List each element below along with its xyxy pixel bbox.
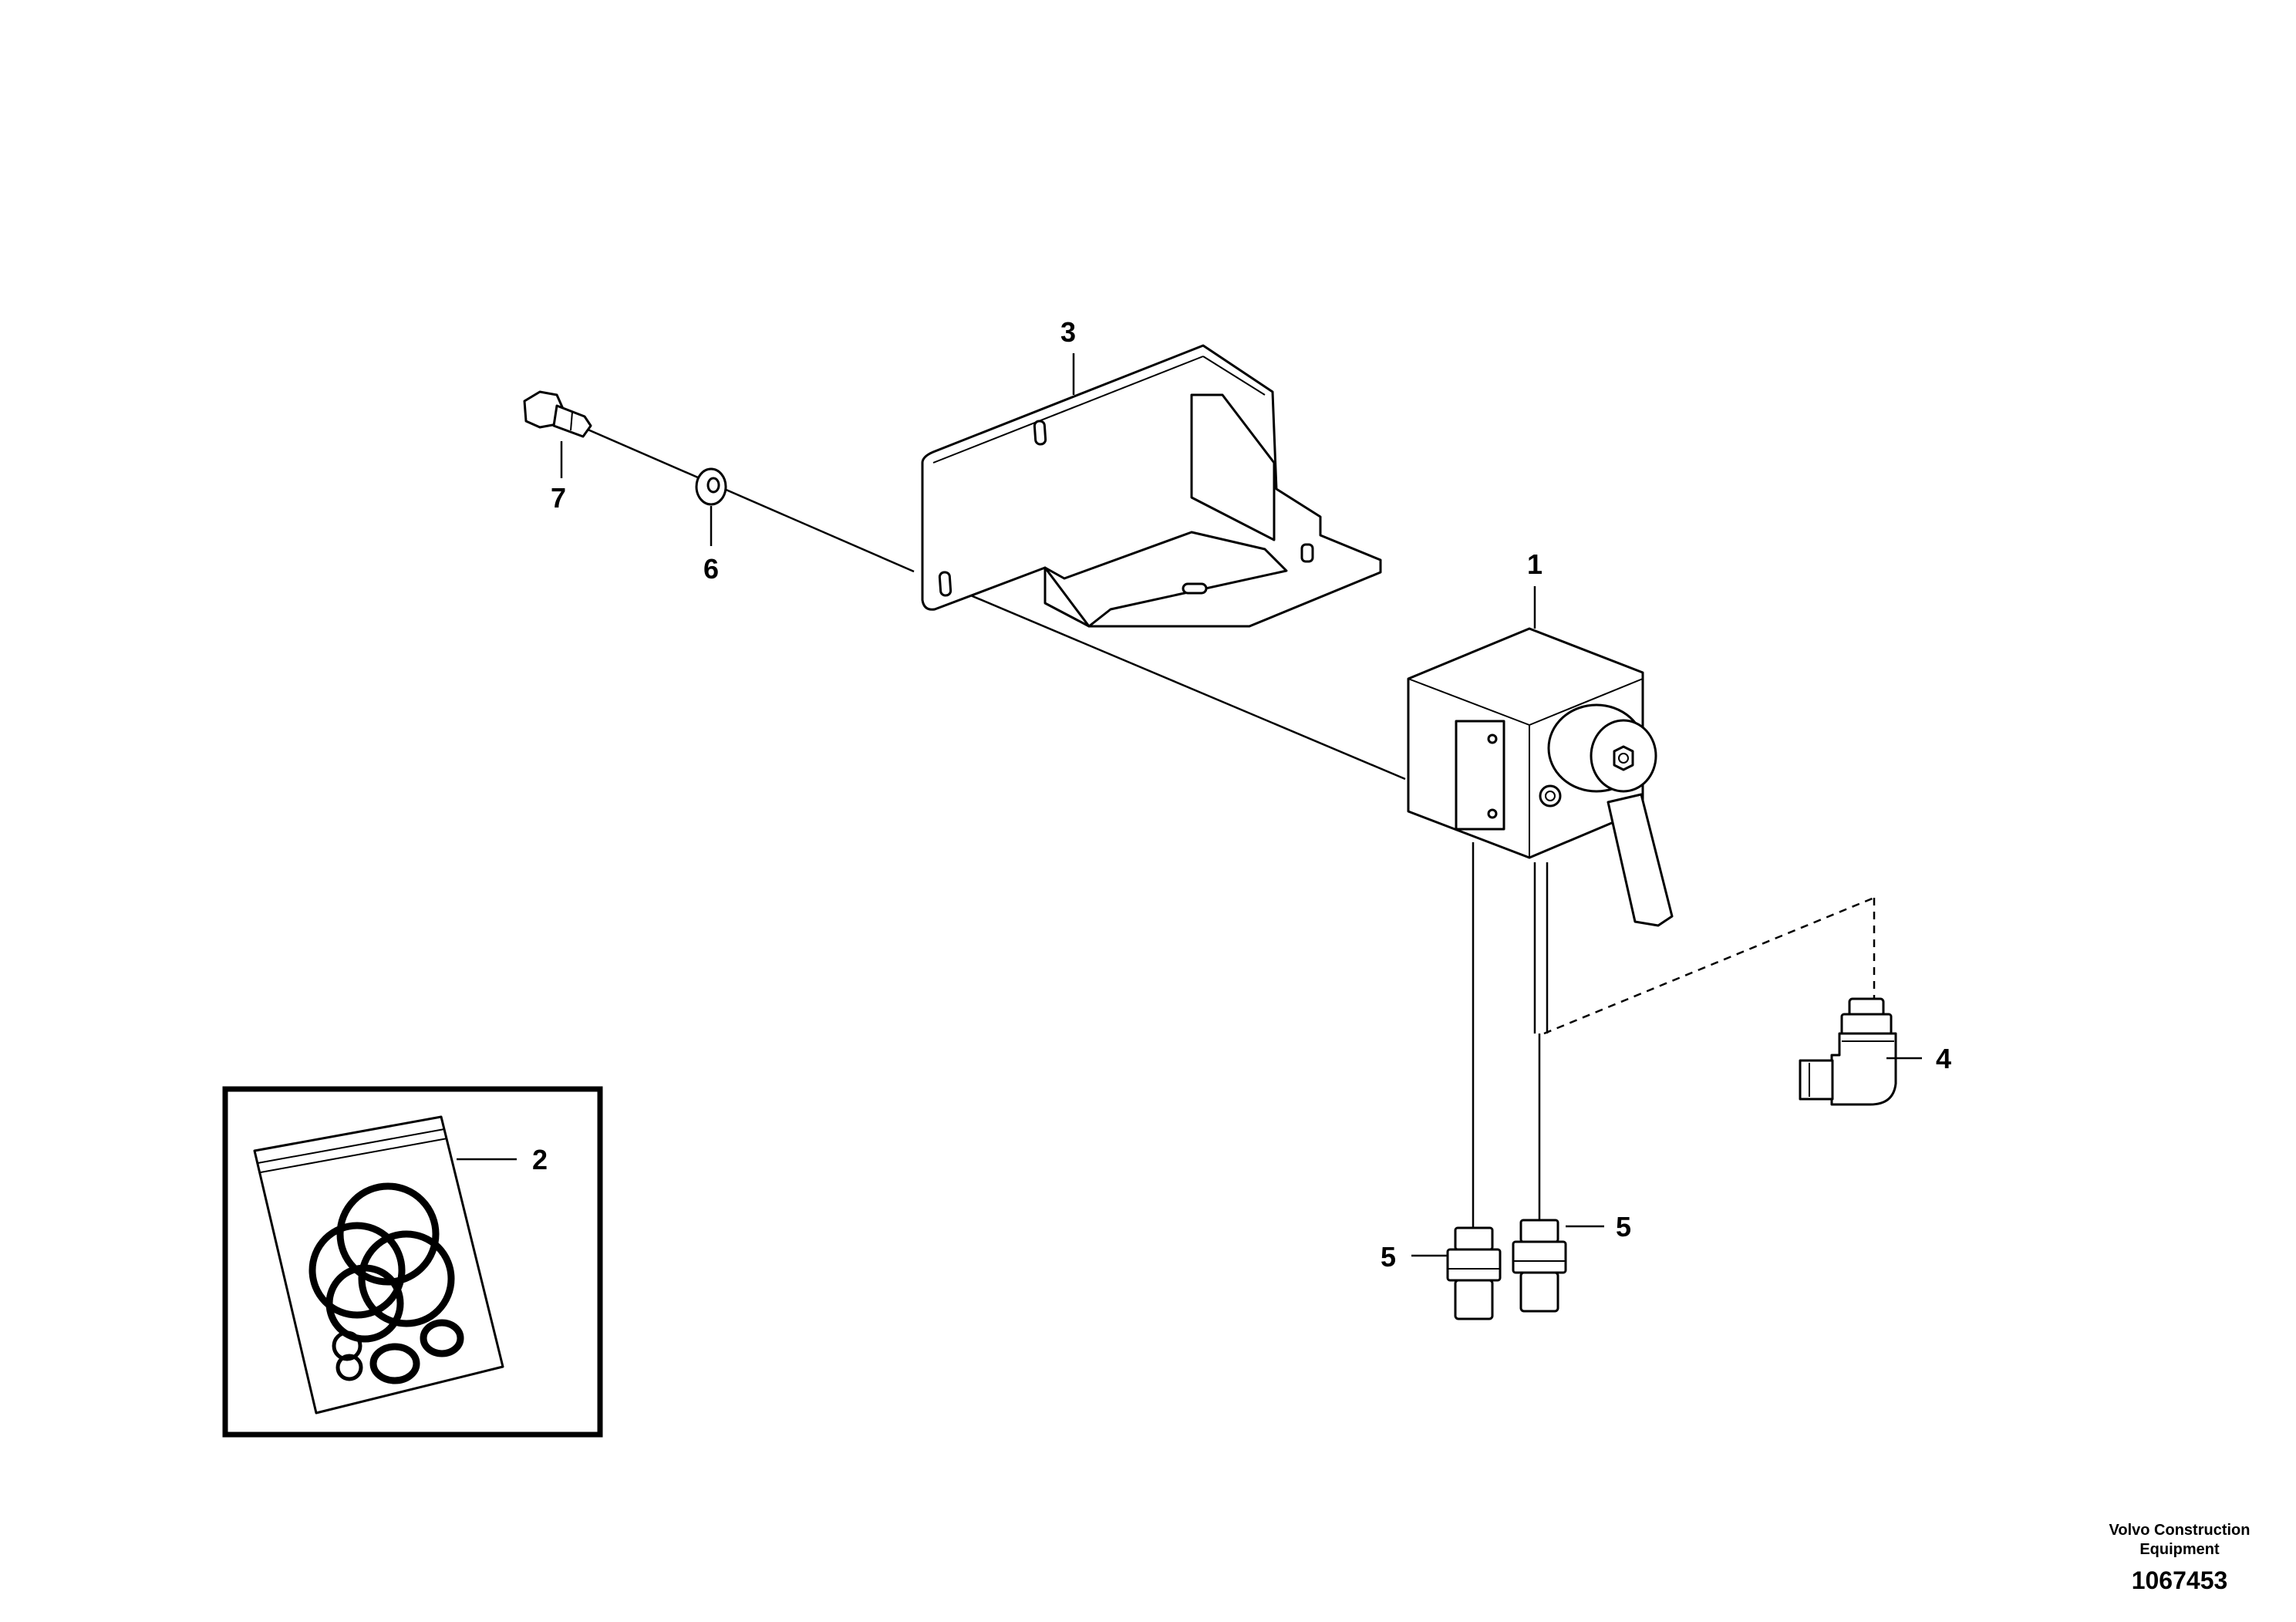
seal-kit-inset-part-2 <box>222 1086 603 1438</box>
callout-2: 2 <box>532 1144 548 1175</box>
valve-part-1 <box>1407 627 1674 927</box>
brand-line-2: Equipment <box>2139 1541 2220 1558</box>
callout-6: 6 <box>703 553 719 585</box>
assembly-lines <box>585 427 1876 1230</box>
washer-part-6 <box>695 467 727 506</box>
callout-4: 4 <box>1936 1043 1951 1074</box>
fitting-part-5-left <box>1446 1226 1502 1320</box>
fitting-part-5-right <box>1512 1219 1567 1313</box>
callout-1: 1 <box>1527 548 1542 580</box>
callout-3: 3 <box>1060 316 1076 348</box>
callout-5-right: 5 <box>1616 1211 1631 1243</box>
elbow-fitting-part-4 <box>1799 997 1897 1106</box>
callout-labels: 1 2 3 4 5 5 6 7 <box>532 316 1951 1273</box>
bolt-part-7 <box>523 390 592 438</box>
callout-leaders <box>457 353 1922 1257</box>
callout-5-left: 5 <box>1381 1241 1396 1273</box>
bracket-part-3 <box>921 344 1382 628</box>
drawing-number: 1067453 <box>2132 1566 2228 1594</box>
callout-7: 7 <box>551 482 566 514</box>
brand-line-1: Volvo Construction <box>2109 1522 2250 1539</box>
footer: Volvo Construction Equipment 1067453 <box>2109 1522 2250 1594</box>
